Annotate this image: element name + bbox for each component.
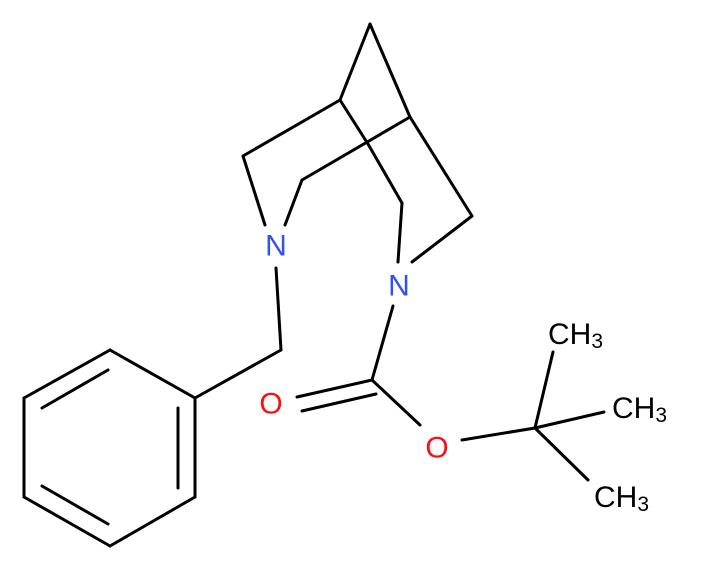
bond-c5-c6	[300, 115, 412, 182]
bond-c5-c7	[408, 115, 474, 218]
bond-carbonyl-oester	[370, 378, 422, 427]
methyl-2-text: CH	[612, 392, 655, 425]
ring-bond-5	[108, 495, 197, 548]
methyl-3-sub: 3	[637, 493, 649, 516]
methyl-1-text: CH	[548, 318, 591, 351]
methyl-1-label: CH3	[548, 318, 603, 353]
ring-bond-1	[108, 348, 197, 400]
ring-bond-4	[22, 495, 112, 548]
ring-bond-2	[22, 348, 112, 400]
bond-c4-n2	[396, 201, 404, 264]
bond-carbonyl-double-b	[300, 392, 378, 413]
bond-c6-n1	[283, 178, 304, 227]
bond-c3-c4	[366, 142, 404, 205]
bond-ch2-ring	[193, 348, 283, 400]
methyl-3-label: CH3	[594, 481, 649, 516]
bond-c1-c3	[338, 98, 370, 146]
ring-double-2	[40, 484, 110, 526]
bonds	[22, 22, 606, 548]
bond-bridge-top-left	[338, 22, 372, 102]
bond-c1-c2	[241, 98, 342, 158]
bond-cq-me2	[533, 410, 606, 430]
bond-n1-ch2	[274, 266, 283, 352]
atom-labels: N N O O CH3 CH3 CH3	[259, 230, 667, 516]
bond-c2-n1	[241, 154, 267, 227]
atom-o-carbonyl: O	[259, 388, 282, 421]
methyl-1-sub: 3	[591, 330, 603, 353]
bond-oester-cq	[460, 426, 537, 442]
atom-n2: N	[388, 270, 410, 303]
bond-bridge-top-right	[368, 22, 412, 119]
methyl-2-sub: 3	[655, 404, 667, 427]
methyl-3-text: CH	[594, 481, 637, 514]
atom-n1: N	[265, 230, 287, 263]
ring-double-1	[40, 368, 110, 410]
bond-cq-me3	[533, 426, 590, 482]
bond-c7-n2	[410, 214, 474, 264]
bond-n2-carbonyl	[370, 304, 395, 382]
atom-o-ester: O	[425, 432, 448, 465]
bond-carbonyl-double-a	[295, 378, 374, 399]
bond-cq-me1	[533, 350, 555, 430]
methyl-2-label: CH3	[612, 392, 667, 427]
